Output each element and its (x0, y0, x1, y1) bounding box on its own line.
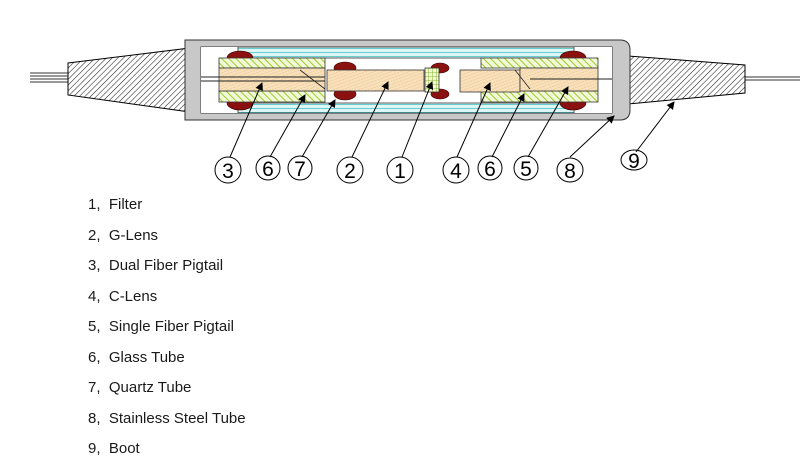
device-cross-section-diagram: 3 6 7 2 1 4 6 5 8 9 (30, 39, 800, 184)
parts-legend: 1, Filter 2, G-Lens 3, Dual Fiber Pigtai… (88, 196, 246, 471)
svg-text:6: 6 (262, 158, 274, 181)
c-lens (459, 69, 521, 93)
legend-number: 8 (88, 409, 97, 427)
dual-fiber-pigtail-fibers (201, 69, 326, 90)
legend-label: C-Lens (108, 287, 158, 305)
legend-number: 9 (88, 440, 97, 457)
legend-item-stainless-steel-tube: 8, Stainless Steel Tube (88, 409, 246, 427)
callout-7: 7 (287, 155, 313, 181)
legend-number: 1 (88, 196, 97, 213)
svg-text:7: 7 (294, 158, 306, 181)
svg-text:9: 9 (628, 150, 640, 173)
callout-5: 5 (513, 155, 539, 181)
legend-label: Dual Fiber Pigtail (108, 257, 224, 274)
legend-label: G-Lens (108, 226, 159, 244)
legend-item-dual-fiber-pigtail: 3, Dual Fiber Pigtail (88, 257, 224, 274)
legend-number: 4 (88, 287, 97, 305)
dual-fiber-pigtail-body (218, 67, 326, 92)
callout-1: 1 (386, 156, 414, 184)
right-fiber-leads (745, 76, 800, 81)
glass-tube-left-bottom (218, 90, 326, 103)
legend-item-glass-tube: 6, Glass Tube (88, 348, 185, 366)
left-boot (67, 47, 191, 113)
legend-item-filter: 1, Filter (88, 196, 143, 213)
callout-8: 8 (556, 157, 584, 183)
legend-label: Stainless Steel Tube (108, 409, 246, 427)
svg-text:4: 4 (450, 160, 462, 183)
callout-6-right: 6 (477, 155, 503, 181)
glass-tube-right-bottom (480, 90, 599, 103)
callout-9: 9 (620, 149, 648, 173)
filter (424, 67, 440, 93)
g-lens (326, 69, 425, 92)
callout-6-left: 6 (255, 155, 281, 181)
legend-item-quartz-tube: 7, Quartz Tube (88, 379, 192, 396)
svg-text:2: 2 (344, 160, 356, 183)
legend-item-g-lens: 2, G-Lens (88, 226, 159, 244)
single-fiber-pigtail-fiber (514, 69, 612, 90)
legend-label: Boot (108, 440, 140, 457)
legend-label: Single Fiber Pigtail (108, 318, 234, 335)
legend-number: 5 (88, 318, 97, 335)
svg-text:3: 3 (222, 160, 234, 183)
legend-label: Glass Tube (108, 348, 185, 366)
legend-label: Filter (108, 196, 143, 213)
left-fiber-leads (30, 72, 70, 83)
callout-3: 3 (214, 156, 242, 184)
legend-number: 6 (88, 348, 97, 366)
glass-tube-left-top (218, 57, 326, 69)
quartz-tube-top-wall (237, 46, 575, 59)
svg-text:8: 8 (564, 160, 576, 183)
legend-number: 2 (88, 226, 97, 244)
legend-item-c-lens: 4, C-Lens (88, 287, 158, 305)
svg-text:1: 1 (394, 160, 406, 183)
svg-text:6: 6 (484, 158, 496, 181)
legend-label: Quartz Tube (108, 379, 192, 396)
legend-item-single-fiber-pigtail: 5, Single Fiber Pigtail (88, 318, 234, 335)
leader-lines (229, 81, 675, 158)
legend-number: 3 (88, 257, 97, 274)
legend-number: 7 (88, 379, 97, 396)
callout-4: 4 (442, 156, 470, 184)
quartz-tube-bottom-wall (237, 102, 575, 114)
right-boot (627, 55, 746, 105)
callout-2: 2 (336, 156, 364, 184)
svg-text:5: 5 (520, 158, 532, 181)
glass-tube-right-top (480, 57, 599, 69)
legend-item-boot: 9, Boot (88, 440, 140, 457)
